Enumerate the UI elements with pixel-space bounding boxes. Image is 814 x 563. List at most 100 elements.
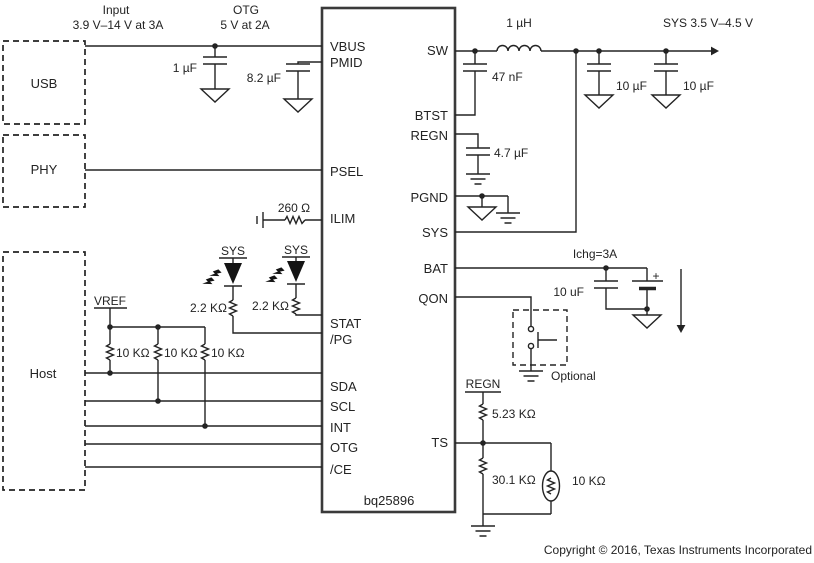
pin-label-scl: SCL <box>330 399 355 414</box>
pin-label-qon: QON <box>418 291 448 306</box>
pin-label-pg: /PG <box>330 332 352 347</box>
battery-current-arrow-icon <box>676 325 686 333</box>
arrowheads <box>676 46 719 333</box>
battery-plus-label: + <box>652 269 659 283</box>
pin-label-sys: SYS <box>422 225 448 240</box>
usb-block-label: USB <box>31 76 58 91</box>
phy-block-box <box>2 134 86 208</box>
wire-qon <box>455 296 557 371</box>
wire-ilim <box>256 212 322 228</box>
optional-switch-box <box>512 309 568 366</box>
wire-led2 <box>282 256 322 316</box>
pin-label-regn: REGN <box>410 128 448 143</box>
capacitor-input-icon <box>202 56 228 65</box>
cap-sys1-value: 10 µF <box>616 79 647 93</box>
cap-regn-value: 4.7 µF <box>494 146 528 160</box>
wire-ts <box>455 391 552 526</box>
res-pullup3-value: 10 KΩ <box>211 346 245 360</box>
earth-ground-icon <box>495 212 521 224</box>
earth-ground-icon <box>518 370 544 382</box>
wire-bat <box>455 267 648 315</box>
usb-block-box <box>2 40 86 125</box>
ground-icon <box>651 94 681 109</box>
capacitor-sys2-icon <box>653 63 679 72</box>
res-ts-bottom-value: 30.1 KΩ <box>492 473 536 487</box>
resistor-ilim-icon <box>284 215 306 225</box>
resistor-pullup3-icon <box>200 343 210 361</box>
res-led1-value: 2.2 KΩ <box>190 301 227 315</box>
capacitor-regn-icon <box>465 147 491 156</box>
pin-label-sw: SW <box>427 43 449 58</box>
switch-contact-top-icon <box>527 325 535 333</box>
pin-label-ts: TS <box>431 435 448 450</box>
cap-bat-value: 10 uF <box>553 285 584 299</box>
resistor-led2-icon <box>291 297 301 315</box>
pin-label-vbus: VBUS <box>330 39 366 54</box>
junction-dots <box>107 43 669 446</box>
pin-label-ce: /CE <box>330 462 352 477</box>
capacitor-btst-icon <box>462 63 488 72</box>
wire-btst <box>455 51 476 116</box>
inductor-value: 1 µH <box>506 16 532 30</box>
switch-contact-bottom-icon <box>527 342 535 350</box>
host-block-label: Host <box>30 366 57 381</box>
wire-regn <box>455 133 479 174</box>
res-led2-value: 2.2 KΩ <box>252 299 289 313</box>
cap-btst-value: 47 nF <box>492 70 523 84</box>
ground-icon <box>584 94 614 109</box>
res-pullup2-value: 10 KΩ <box>164 346 198 360</box>
res-ilim-value: 260 Ω <box>278 201 310 215</box>
vref-rail-label: VREF <box>94 294 126 308</box>
capacitor-pmid-icon <box>285 63 311 72</box>
pin-label-sda: SDA <box>330 379 357 394</box>
resistor-ts-bottom-icon <box>478 457 488 475</box>
pin-label-stat: STAT <box>330 316 361 331</box>
pin-label-ilim: ILIM <box>330 211 355 226</box>
ic-part-number: bq25896 <box>364 493 415 508</box>
phy-block-label: PHY <box>31 162 58 177</box>
pin-label-bat: BAT <box>424 261 448 276</box>
led1-icon <box>223 262 243 287</box>
cap-pmid-value: 8.2 µF <box>247 71 281 85</box>
res-ntc-value: 10 KΩ <box>572 474 606 488</box>
wire-led1 <box>219 257 322 334</box>
ic-pin-labels: VBUS PMID PSEL ILIM STAT /PG SDA SCL INT… <box>330 39 449 508</box>
otg-spec: 5 V at 2A <box>220 18 269 32</box>
resistor-ntc-icon <box>546 477 556 495</box>
sys-output-label: SYS 3.5 V–4.5 V <box>663 16 753 30</box>
pin-label-pmid: PMID <box>330 55 363 70</box>
earth-ground-icon <box>470 525 496 537</box>
wire-sys-feedback <box>455 51 577 233</box>
res-pullup1-value: 10 KΩ <box>116 346 150 360</box>
earth-ground-icon <box>465 173 491 185</box>
labels: Input 3.9 V–14 V at 3A OTG 5 V at 2A SYS… <box>30 3 812 557</box>
otg-title: OTG <box>233 3 259 17</box>
pin-label-btst: BTST <box>415 108 448 123</box>
ground-icon <box>467 206 497 221</box>
wire-pmid <box>297 61 322 99</box>
ground-icon <box>283 98 313 113</box>
ground-icon <box>200 88 230 103</box>
capacitor-sys1-icon <box>586 63 612 72</box>
optional-label: Optional <box>551 369 596 383</box>
ground-icon <box>632 314 662 329</box>
resistor-pullup1-icon <box>105 343 115 361</box>
led1-flash-icon <box>201 274 217 290</box>
ichg-label: Ichg=3A <box>573 247 617 261</box>
pin-label-pgnd: PGND <box>410 190 448 205</box>
cap-input-value: 1 µF <box>173 61 197 75</box>
wire-sw-rail <box>455 44 711 52</box>
led2-rail-label: SYS <box>284 243 308 257</box>
led2-flash-icon <box>264 272 280 288</box>
input-spec: 3.9 V–14 V at 3A <box>73 18 164 32</box>
resistor-led1-icon <box>228 299 238 317</box>
thermistor-icon <box>541 470 561 502</box>
resistor-pullup2-icon <box>153 343 163 361</box>
copyright-text: Copyright © 2016, Texas Instruments Inco… <box>544 543 812 557</box>
ic-body <box>320 6 457 514</box>
sys-output-arrow-icon <box>711 46 719 56</box>
led1-rail-label: SYS <box>221 244 245 258</box>
host-block-box <box>2 251 86 491</box>
